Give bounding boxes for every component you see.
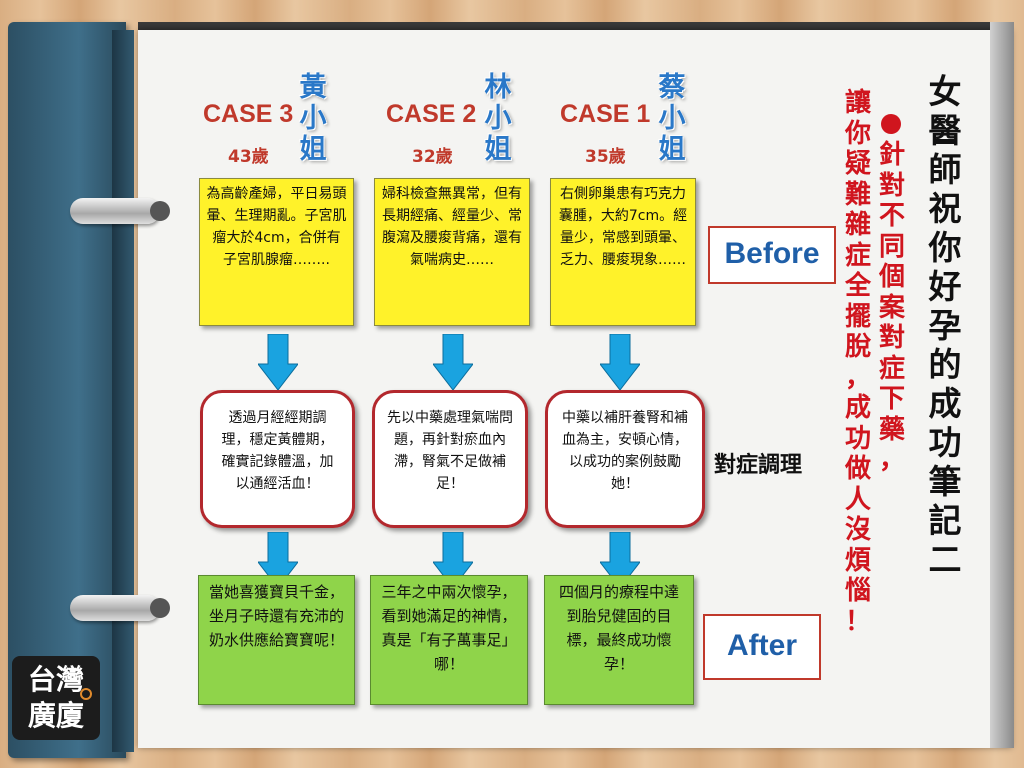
ring-hole-top	[150, 201, 170, 221]
after-label: After	[703, 614, 821, 680]
case-3-after-box: 當她喜獲寶貝千金，坐月子時還有充沛的奶水供應給寶寶呢！	[198, 575, 355, 705]
bullet-icon	[881, 114, 901, 138]
case-1-after-box: 四個月的療程中達到胎兒健固的目標，最終成功懷孕！	[544, 575, 694, 705]
case-1-age: 35歲	[585, 147, 626, 167]
case-1-before-box: 右側卵巢患有巧克力囊腫，大約7cm。經量少，常感到頭暈、乏力、腰痠現象……	[550, 178, 696, 326]
case-2-label: CASE 2	[386, 100, 477, 128]
case-1-name: 蔡小姐	[658, 72, 686, 165]
down-arrow-icon	[600, 334, 640, 390]
case-3-name: 黃小姐	[299, 72, 327, 165]
down-arrow-icon	[433, 334, 473, 390]
binder-ring-bottom	[70, 595, 160, 621]
logo-line2: 廣廈	[27, 699, 84, 732]
case-3-age: 43歲	[228, 147, 269, 167]
case-1-label: CASE 1	[560, 100, 651, 128]
subtitle-line-1: 針對不同 個案對症 下藥，	[878, 140, 905, 475]
case-3-treatment-box: 透過月經經期調理，穩定黃體期，確實記錄體溫，加以通經活血！	[200, 390, 355, 528]
before-label: Before	[708, 226, 836, 284]
logo-line1: 台灣	[27, 663, 84, 696]
case-1-treatment-box: 中藥以補肝養腎和補血為主，安頓心情，以成功的案例鼓勵她！	[545, 390, 705, 528]
binder-spine	[112, 30, 134, 752]
page-title: 女醫師祝 你好孕的 成功筆記 二	[928, 72, 962, 579]
case-2-before-box: 婦科檢查無異常，但有長期經痛、經量少、常腹瀉及腰痠背痛，還有氣喘病史……	[374, 178, 530, 326]
page-stack-edge	[990, 22, 1014, 748]
case-3-before-box: 為高齡產婦，平日易頭暈、生理期亂。子宮肌瘤大於4cm，合併有子宮肌腺瘤……..	[199, 178, 354, 326]
binder-ring-top	[70, 198, 160, 224]
down-arrow-icon	[258, 334, 298, 390]
case-3-label: CASE 3	[203, 100, 294, 128]
case-2-name: 林小姐	[484, 72, 512, 165]
case-2-age: 32歲	[412, 147, 453, 167]
case-2-treatment-box: 先以中藥處理氣喘問題，再針對瘀血內滯，腎氣不足做補足！	[372, 390, 528, 528]
logo-dot-icon	[80, 688, 92, 700]
logo: 台灣 廣廈	[12, 656, 100, 740]
binder-cover	[8, 22, 126, 758]
treatment-label: 對症調理	[714, 453, 803, 478]
subtitle-line-2: 讓你疑難 雜症全擺 脫，成功 做人沒煩 惱！	[844, 88, 871, 637]
ring-hole-bottom	[150, 598, 170, 618]
case-2-after-box: 三年之中兩次懷孕，看到她滿足的神情，真是「有子萬事足」哪！	[370, 575, 528, 705]
